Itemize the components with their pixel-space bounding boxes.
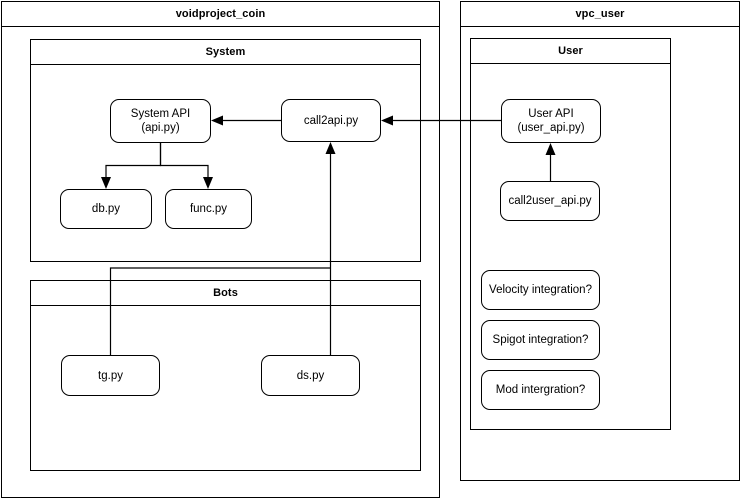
node-call2user-api[interactable]: call2user_api.py [500,181,600,221]
pool-system-title: System [31,40,420,65]
node-func[interactable]: func.py [165,189,252,229]
pool-bots-label: Bots [213,287,238,299]
node-system-api[interactable]: System API (api.py) [110,99,211,143]
pool-user-title: User [471,39,670,64]
node-ds[interactable]: ds.py [261,355,360,396]
pool-vpc-user-label: vpc_user [575,8,625,20]
node-mod-integration[interactable]: Mod intergration? [481,370,600,410]
pool-voidproject-coin-title: voidproject_coin [2,2,439,27]
node-call2api[interactable]: call2api.py [281,99,381,142]
pool-voidproject-coin-label: voidproject_coin [175,8,266,20]
pool-system-label: System [205,46,246,58]
pool-bots-title: Bots [31,281,420,306]
node-velocity-integration[interactable]: Velocity integration? [481,270,600,310]
pool-user-label: User [558,45,583,57]
pool-system[interactable]: System [30,39,421,262]
node-spigot-integration[interactable]: Spigot integration? [481,320,600,360]
pool-vpc-user-title: vpc_user [461,2,739,27]
node-user-api[interactable]: User API (user_api.py) [501,99,601,143]
node-tg[interactable]: tg.py [61,355,160,396]
node-db[interactable]: db.py [60,189,152,229]
